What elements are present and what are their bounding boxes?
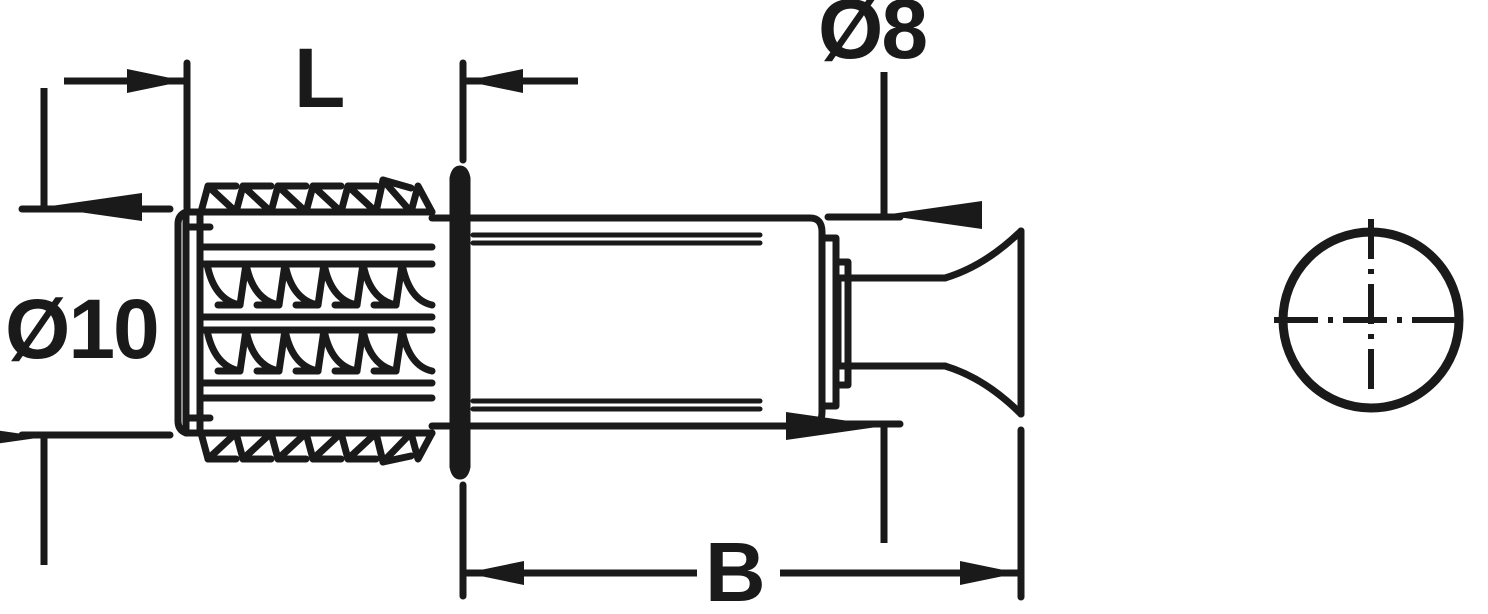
sleeve-outline bbox=[428, 214, 826, 430]
dimension-label-diameter-10: Ø10 bbox=[5, 282, 158, 376]
dimension-label-length-L: L bbox=[294, 31, 345, 125]
flange-shape bbox=[449, 165, 471, 480]
insert-thread-row-top-b bbox=[204, 176, 415, 192]
dimension-length-L bbox=[64, 59, 578, 212]
dimension-diameter-10 bbox=[0, 88, 174, 565]
collar-flange bbox=[449, 165, 471, 480]
connector-sleeve-body bbox=[428, 214, 852, 430]
screw-head-cone-bottom bbox=[941, 362, 1025, 418]
dimension-label-diameter-8: Ø8 bbox=[818, 0, 926, 76]
screw-head-cone-top bbox=[941, 227, 1025, 282]
dimension-label-bolt-length-B: B bbox=[705, 525, 766, 614]
threaded-dowel-insert bbox=[174, 176, 436, 466]
end-view-circle-group bbox=[1274, 219, 1482, 421]
insert-thread-row-bottom-b bbox=[204, 452, 415, 466]
dimension-bolt-length-B bbox=[459, 426, 1025, 601]
insert-left-cap bbox=[174, 208, 190, 437]
part-side-view bbox=[174, 165, 1025, 480]
insert-thread-row-3 bbox=[203, 326, 436, 375]
dimension-diameter-8 bbox=[786, 72, 982, 543]
sleeve-right-shoulder-lip bbox=[832, 258, 852, 389]
insert-thread-row-2 bbox=[203, 260, 436, 309]
countersunk-screw-head bbox=[834, 227, 1025, 418]
screw-shank bbox=[834, 274, 949, 370]
